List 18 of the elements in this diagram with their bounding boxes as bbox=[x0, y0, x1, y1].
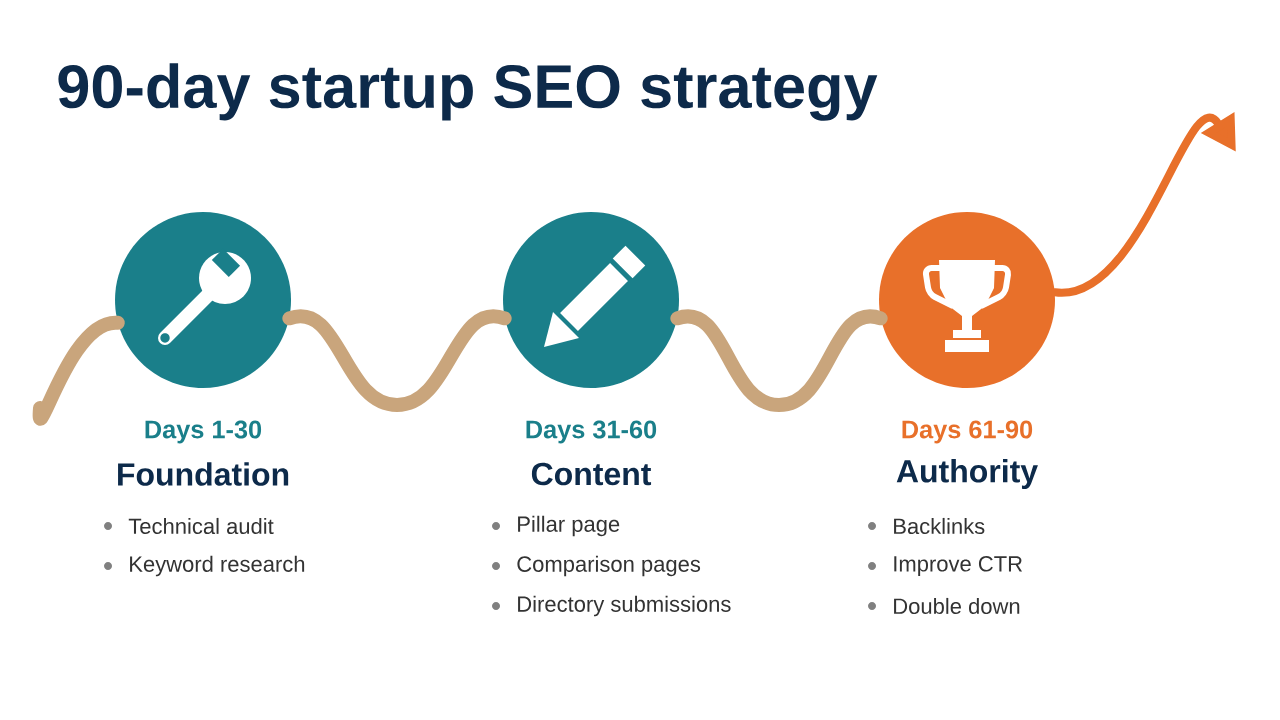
day-range: Days 1-30 bbox=[145, 420, 262, 444]
phase-heading: Foundation bbox=[118, 462, 289, 486]
phase-heading: Content bbox=[531, 462, 652, 486]
bullet-item: Directory submissions bbox=[492, 595, 731, 617]
day-range: Days 61-90 bbox=[902, 420, 1033, 444]
title: 90-day startup SEO strategy bbox=[58, 63, 878, 121]
bullet-item: Keyword research bbox=[104, 555, 305, 577]
arrow bbox=[1050, 112, 1236, 297]
bullet-item: Backlinks bbox=[868, 517, 985, 535]
bullet-item: Improve CTR bbox=[868, 556, 1023, 576]
day-range: Days 31-60 bbox=[526, 420, 657, 444]
phase-heading: Authority bbox=[896, 459, 1038, 489]
bullet-item: Comparison pages bbox=[492, 555, 701, 577]
bullet-item: Pillar page bbox=[492, 515, 620, 537]
bullet-item: Technical audit bbox=[104, 517, 274, 535]
bullet-item: Double down bbox=[868, 597, 1020, 615]
step-circle bbox=[503, 212, 679, 388]
step-circle bbox=[115, 212, 291, 388]
